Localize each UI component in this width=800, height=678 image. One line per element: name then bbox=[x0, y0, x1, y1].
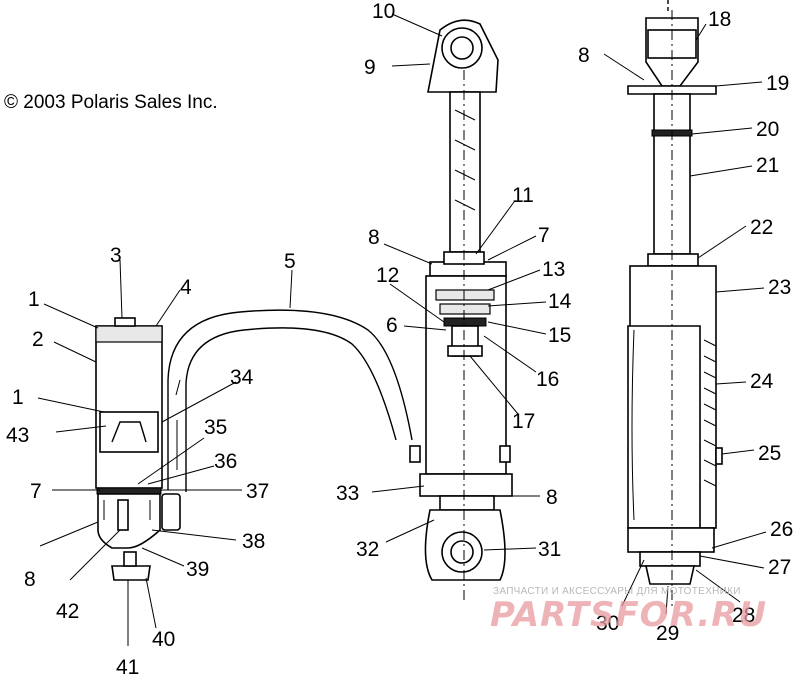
callout-8d: 8 bbox=[546, 486, 558, 509]
callout-8c: 8 bbox=[368, 226, 380, 249]
watermark: ЗАПЧАСТИ И АКСЕССУАРЫ ДЛЯ МОТОТЕХНИКИ PA… bbox=[490, 586, 767, 635]
callout-22: 22 bbox=[750, 216, 773, 239]
callout-16: 16 bbox=[536, 368, 559, 391]
callout-15: 15 bbox=[548, 324, 571, 347]
leader-lines bbox=[37, 13, 767, 646]
callout-4: 4 bbox=[180, 276, 192, 299]
callout-8e: 8 bbox=[578, 44, 590, 67]
callout-40: 40 bbox=[152, 628, 175, 651]
callout-38: 38 bbox=[242, 530, 265, 553]
callout-6: 6 bbox=[386, 314, 398, 337]
callout-18: 18 bbox=[708, 8, 731, 31]
callout-1: 1 bbox=[28, 288, 40, 311]
callout-37: 37 bbox=[246, 480, 269, 503]
callout-7c: 12 bbox=[376, 264, 399, 287]
callout-34: 34 bbox=[230, 366, 254, 389]
callout-3: 3 bbox=[110, 244, 122, 267]
callout-43: 43 bbox=[6, 424, 29, 447]
copyright-notice: © 2003 Polaris Sales Inc. bbox=[4, 92, 218, 113]
callout-35: 35 bbox=[204, 416, 227, 439]
callout-8: 8 bbox=[24, 568, 36, 591]
reservoir-assembly bbox=[95, 317, 181, 581]
callout-26: 26 bbox=[770, 518, 793, 541]
callout-2: 2 bbox=[32, 328, 44, 351]
reservoir-hose bbox=[167, 309, 413, 492]
callout-14: 14 bbox=[548, 290, 572, 313]
center-shock-assembly bbox=[409, 19, 513, 581]
callout-17: 17 bbox=[512, 410, 535, 433]
callout-32: 32 bbox=[356, 538, 379, 561]
callout-27: 27 bbox=[768, 556, 791, 579]
callout-24: 24 bbox=[750, 370, 774, 393]
watermark-brand: PARTSFOR.RU bbox=[490, 595, 767, 635]
callout-10: 10 bbox=[372, 0, 395, 23]
callout-29: 29 bbox=[656, 622, 679, 645]
callout-31: 31 bbox=[538, 538, 561, 561]
callout-33: 33 bbox=[336, 482, 359, 505]
callout-39: 39 bbox=[186, 558, 209, 581]
callout-41: 41 bbox=[116, 656, 139, 678]
callout-5: 5 bbox=[284, 250, 296, 273]
callout-13: 13 bbox=[542, 258, 565, 281]
callout-7: 7 bbox=[30, 480, 42, 503]
callout-36: 36 bbox=[214, 450, 237, 473]
callout-12: 7 bbox=[538, 224, 550, 247]
callout-1b: 1 bbox=[12, 386, 24, 409]
callout-25: 25 bbox=[758, 442, 781, 465]
callout-9: 9 bbox=[364, 56, 376, 79]
watermark-tagline: ЗАПЧАСТИ И АКСЕССУАРЫ ДЛЯ МОТОТЕХНИКИ bbox=[493, 586, 741, 597]
callout-30: 30 bbox=[596, 612, 619, 635]
callout-23: 23 bbox=[768, 276, 791, 299]
callout-42: 42 bbox=[56, 600, 79, 623]
callout-11: 11 bbox=[512, 184, 534, 207]
callout-19: 19 bbox=[766, 72, 789, 95]
assembled-shock bbox=[627, 0, 723, 585]
callout-numbers: 1 2 3 4 1 43 5 34 35 36 7 37 8 38 39 42 … bbox=[6, 0, 793, 678]
callout-20: 20 bbox=[756, 118, 779, 141]
callout-28: 28 bbox=[732, 604, 755, 627]
callout-21: 21 bbox=[756, 154, 779, 177]
